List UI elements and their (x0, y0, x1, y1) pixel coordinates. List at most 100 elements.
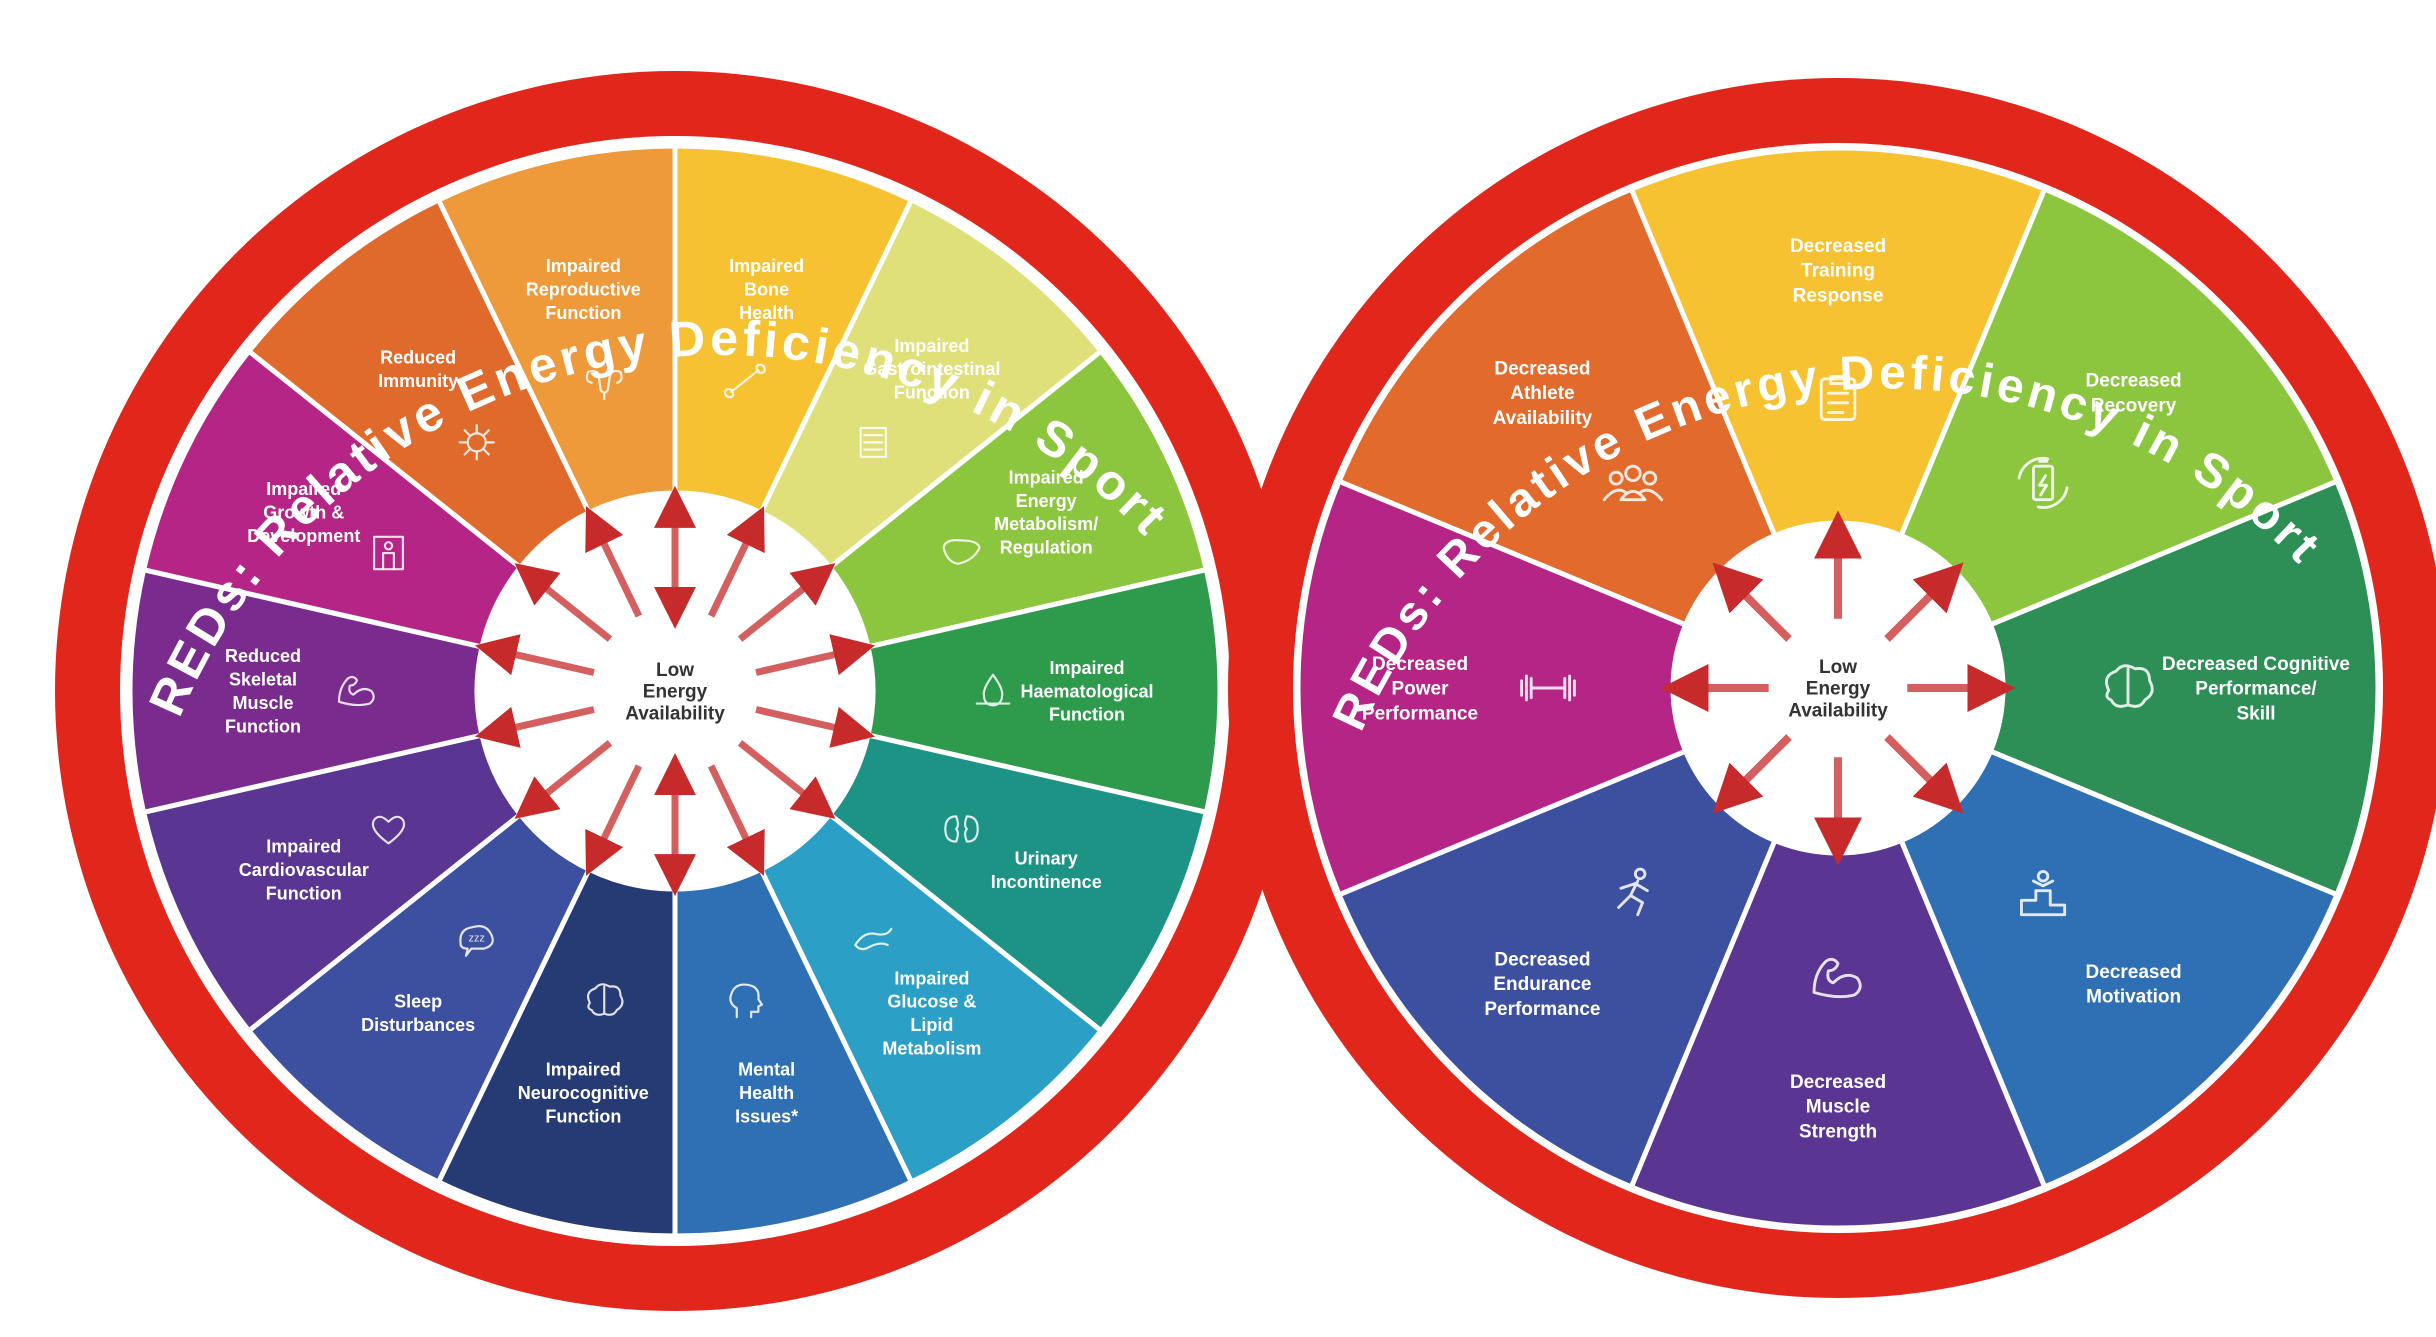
hub-label-line: Availability (1788, 701, 1888, 722)
segment-label-line: Function (225, 716, 301, 736)
segment-label-line: Availability (1493, 408, 1593, 429)
segment-label-line: Endurance (1493, 974, 1591, 995)
segment-label-line: Glucose & (887, 992, 976, 1012)
segment-label-line: Immunity (378, 371, 458, 391)
blood-drop-icon (975, 673, 1011, 707)
segment-label-line: Health (739, 303, 794, 323)
arrow (737, 563, 836, 642)
sleep-icon: zzz (459, 925, 494, 957)
segment-label-line: Sleep (394, 992, 442, 1012)
kidney-icon (944, 815, 979, 843)
arrow (707, 764, 765, 876)
segment-label-line: Health (739, 1083, 794, 1103)
segment-label-line: Function (545, 303, 621, 323)
arrow (475, 706, 595, 748)
segment-label-line: Gastrointestinal (863, 359, 1000, 379)
segment-label-line: Metabolism/ (994, 514, 1098, 534)
segment-label-line: Decreased (1372, 654, 1468, 675)
uterus-icon (585, 369, 623, 401)
segment-label-line: Lipid (910, 1015, 953, 1035)
segment-label-line: Training (1801, 261, 1875, 282)
segment-label-line: Impaired (894, 336, 969, 356)
pancreas-icon (854, 927, 893, 951)
segment-label-line: Bone (744, 280, 789, 300)
segment-label-line: Function (1049, 705, 1125, 725)
segment-label-line: Haematological (1020, 681, 1153, 701)
head-icon (729, 983, 764, 1019)
intestine-icon (859, 426, 887, 458)
hub-label-line: Energy (643, 682, 708, 703)
segment-label-line: Growth & (263, 503, 344, 523)
arrow (514, 563, 613, 642)
segment-label-line: Disturbances (361, 1015, 475, 1035)
growth-icon (373, 535, 404, 571)
segment-label-line: Neurocognitive (518, 1083, 649, 1103)
segment-label-line: Urinary (1015, 848, 1078, 868)
segment-label-line: Skill (2236, 703, 2275, 724)
clipboard-icon (1819, 374, 1857, 422)
segment-label-line: Skeletal (229, 670, 297, 690)
segment-label-line: Function (894, 383, 970, 403)
hub-label-line: Energy (1806, 679, 1871, 700)
arrow (475, 634, 595, 676)
hub-arrows (475, 485, 875, 897)
muscle-icon (337, 675, 375, 707)
segment-label-line: Performance (1362, 703, 1478, 724)
podium-icon (2020, 870, 2067, 917)
muscle-icon (1812, 957, 1862, 999)
team-icon (1602, 464, 1664, 502)
segment-label-line: Regulation (1000, 538, 1093, 558)
heart-icon (371, 815, 406, 845)
segment-label-line: Decreased (1494, 358, 1590, 379)
arrow (585, 506, 643, 618)
segment-label-line: Response (1793, 285, 1884, 306)
arrow (1884, 562, 1964, 642)
segment-label-line: Performance/ (2195, 679, 2317, 700)
segment-label-line: Development (247, 526, 360, 546)
arrow (755, 634, 875, 676)
dumbbell-icon (1520, 674, 1576, 702)
hub-label-line: Low (1819, 657, 1857, 678)
segment-label-line: Issues* (735, 1106, 798, 1126)
segment-label-line: Performance (1484, 999, 1600, 1020)
segment-label-line: Reduced (225, 646, 301, 666)
segment-label-line: Impaired (1049, 658, 1124, 678)
segment-label-line: Reproductive (526, 280, 641, 300)
segment-label-line: Incontinence (991, 872, 1102, 892)
segment-label-line: Function (545, 1106, 621, 1126)
segment-label-line: Motivation (2086, 987, 2181, 1008)
segment-label-line: Impaired (266, 479, 341, 499)
arrow (1884, 734, 1964, 814)
liver-icon (942, 539, 981, 565)
segment-label-line: Impaired (546, 1060, 621, 1080)
svg-text:zzz: zzz (469, 932, 485, 944)
segment-label-line: Decreased Cognitive (2162, 654, 2350, 675)
runner-icon (1617, 867, 1649, 917)
bone-icon (724, 363, 766, 399)
segment-label-line: Decreased (2086, 962, 2182, 983)
virus-icon (458, 424, 495, 461)
segment-label-line: Reduced (380, 347, 456, 367)
arrow (585, 764, 643, 876)
